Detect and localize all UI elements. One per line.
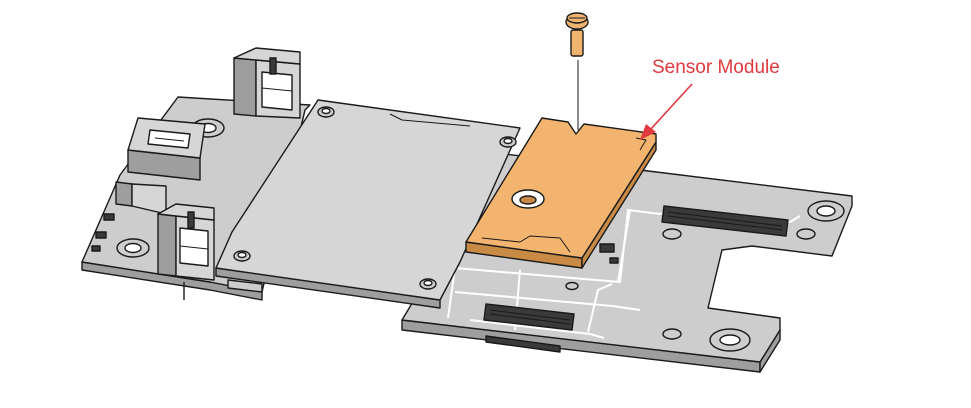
sensor-module-label: Sensor Module xyxy=(652,57,780,78)
middle-plate xyxy=(215,99,521,309)
silkscreen-lines xyxy=(447,206,801,339)
plate-screw-1 xyxy=(317,106,335,118)
plate-screw-3 xyxy=(233,250,251,262)
sensor-module xyxy=(465,117,657,269)
mount-hole-left-bottom xyxy=(116,238,150,258)
board-connector-bottom xyxy=(483,303,575,331)
smd-parts xyxy=(91,213,619,264)
middle-plate-top xyxy=(215,99,521,301)
board-connector-top xyxy=(661,205,789,237)
jst-connector-lower xyxy=(157,203,215,300)
callout-leader xyxy=(640,83,693,140)
mounting-screw xyxy=(565,12,589,130)
standoff-right xyxy=(565,228,816,340)
mount-hole-right-bottom xyxy=(709,328,751,352)
underside-parts xyxy=(227,279,561,353)
jst-connector-upper xyxy=(233,47,301,119)
plate-screw-4 xyxy=(419,278,437,290)
mount-hole-right-top xyxy=(807,200,845,222)
sensor-module-top xyxy=(465,117,657,259)
usb-connector xyxy=(127,117,206,181)
plate-screw-2 xyxy=(499,136,517,148)
